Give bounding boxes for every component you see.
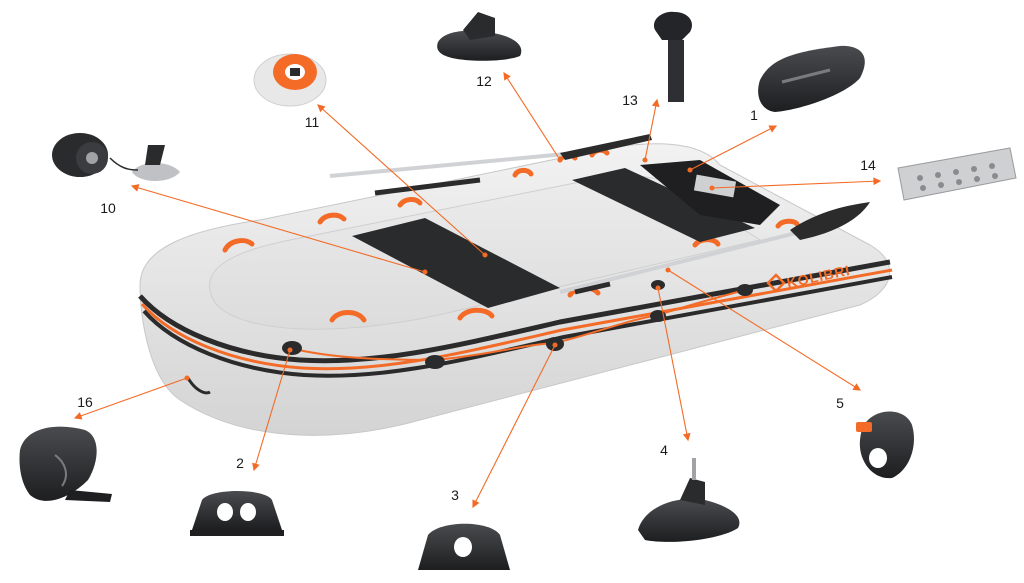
leader-line-12: [503, 72, 561, 161]
arrowhead-icon: [317, 104, 326, 113]
part-2-d-ring-mount: [190, 491, 284, 536]
part-5-oar-clamp: [856, 411, 914, 479]
arrowhead-icon: [651, 98, 660, 108]
part-11-drain-plug: [253, 53, 327, 107]
callout-number-3: 3: [451, 487, 459, 503]
callout-number-4: 4: [660, 442, 668, 458]
leader-origin-dot: [552, 342, 558, 348]
leader-line-11: [317, 104, 486, 256]
transom-plate: [693, 174, 737, 198]
leader-origin-dot: [422, 269, 428, 275]
callout-number-1: 1: [750, 107, 758, 123]
callout-number-14: 14: [860, 157, 876, 173]
brand-mark-icon: [766, 273, 786, 293]
callout-number-11: 11: [305, 114, 320, 130]
callout-number-2: 2: [236, 455, 244, 471]
callout-number-10: 10: [100, 200, 116, 216]
rub-strake-orange: [140, 268, 893, 371]
arrowhead-icon: [852, 383, 862, 391]
part-1-fin-handle: [758, 45, 865, 112]
arrowhead-icon: [252, 462, 260, 472]
leader-line-3: [472, 344, 556, 508]
part-10-air-valve: [52, 133, 180, 181]
callout-number-5: 5: [836, 395, 844, 411]
front-seat: [352, 218, 560, 308]
leader-origin-dot: [482, 252, 488, 258]
part-3-rope-holder: [418, 523, 510, 570]
part-12-seat-mount: [437, 12, 522, 61]
part-14-transom-plate: [897, 147, 1017, 201]
leader-origin-dot: [665, 267, 671, 273]
inflatable-boat: KOLIBRI: [138, 134, 893, 436]
arrowhead-icon: [768, 125, 778, 133]
arrowhead-icon: [472, 499, 480, 509]
callout-number-13: 13: [622, 92, 638, 108]
leader-line-10: [131, 185, 426, 273]
leader-origin-dot: [687, 167, 693, 173]
lifeline-holders: [282, 280, 753, 369]
part-4-oarlock-pin: [638, 458, 740, 542]
leader-line-2: [253, 349, 291, 471]
leader-origin-dot: [642, 157, 648, 163]
leader-origin-dot: [655, 285, 661, 291]
rub-strake-dark: [138, 259, 891, 364]
arrowhead-icon: [873, 177, 882, 186]
leader-line-16: [74, 377, 188, 419]
callout-number-16: 16: [77, 394, 93, 410]
bow-handle: [186, 377, 211, 395]
arrowhead-icon: [682, 432, 691, 442]
part-13-oar: [654, 11, 693, 102]
leader-line-4: [657, 287, 689, 441]
arrowhead-icon: [130, 184, 140, 192]
leader-origin-dot: [287, 347, 293, 353]
leader-origin-dot: [184, 375, 190, 381]
leader-origin-dot: [557, 157, 563, 163]
leader-lines: [73, 71, 882, 509]
rear-seat: [572, 168, 755, 242]
leader-line-13: [644, 99, 658, 161]
leader-line-14: [711, 180, 881, 189]
leader-line-1: [689, 125, 777, 171]
arrowhead-icon: [73, 412, 83, 420]
part-16-carry-handle: [19, 426, 112, 502]
callout-number-12: 12: [476, 73, 492, 89]
leader-line-5: [667, 269, 861, 391]
oars: [329, 134, 870, 295]
arrowhead-icon: [503, 71, 511, 81]
leader-origin-dot: [709, 185, 715, 191]
